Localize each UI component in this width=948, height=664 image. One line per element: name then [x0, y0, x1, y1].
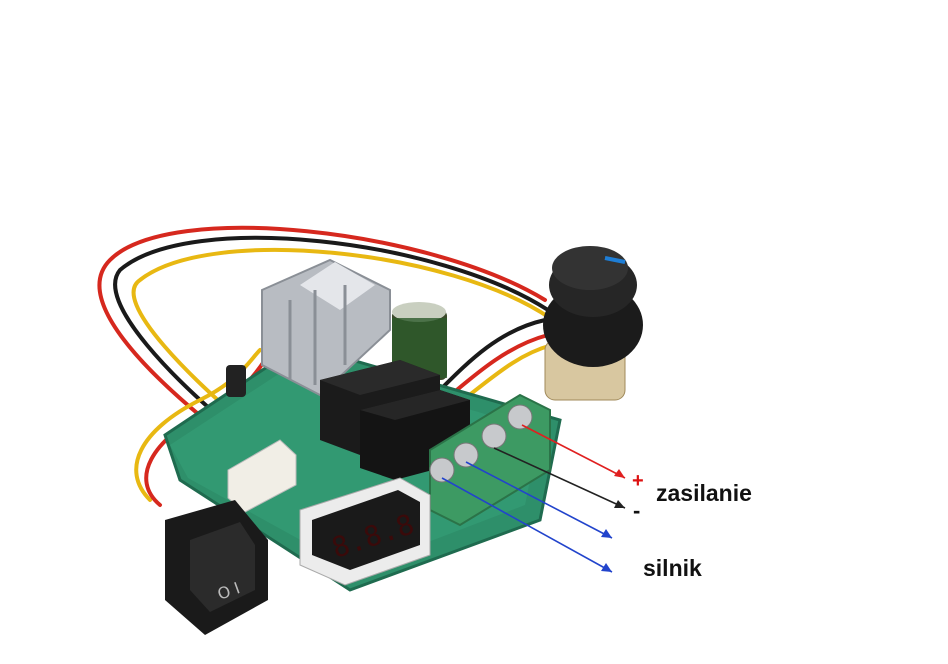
arrow-plus — [521, 424, 626, 479]
heatsink — [261, 258, 391, 397]
power-plus-label: + — [632, 470, 644, 492]
arrow-motor-1 — [465, 461, 613, 539]
potentiometer — [543, 246, 643, 401]
rocker-switch: O I — [165, 500, 268, 635]
arrow-motor-2 — [441, 477, 613, 573]
motor-label: silnik — [643, 555, 702, 581]
terminal-block — [429, 393, 551, 527]
arrow-minus — [493, 447, 626, 509]
power-label: zasilanie — [656, 480, 752, 506]
power-minus-label: - — [633, 498, 641, 523]
jst-connector — [227, 439, 297, 513]
led-display: 8.8.8 — [299, 477, 431, 586]
knob-indicator — [604, 256, 626, 264]
small-capacitor — [226, 365, 246, 397]
annotation-arrows — [441, 424, 626, 573]
